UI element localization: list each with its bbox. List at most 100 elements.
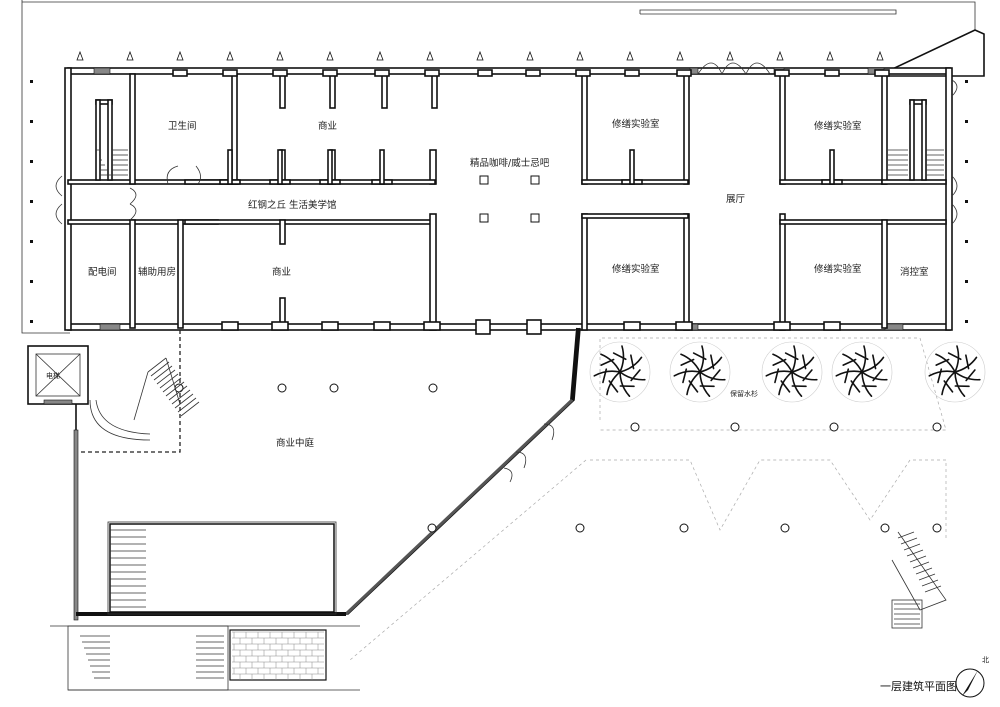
column-circle	[780, 523, 790, 533]
pilaster	[623, 321, 641, 331]
room-courtyard: 商业中庭	[276, 437, 315, 449]
stair-tread	[177, 397, 197, 413]
tree-twig	[844, 368, 850, 384]
stairs-internal	[96, 149, 944, 176]
edge-marker	[30, 240, 33, 243]
tree-twig	[710, 354, 715, 370]
edge-marker	[965, 280, 968, 283]
tree-twig	[692, 352, 707, 361]
tree-branch	[699, 356, 723, 373]
vent-marker	[326, 50, 334, 61]
tree-branch	[861, 371, 888, 381]
pilaster	[525, 69, 541, 77]
tree-branch	[791, 371, 803, 398]
north-mark: 北	[982, 656, 989, 664]
pilaster	[227, 149, 233, 185]
tree-twig	[802, 354, 807, 370]
tree-branch	[848, 371, 863, 396]
north-arrow	[955, 668, 985, 698]
tree-branch	[861, 371, 873, 398]
pilaster	[277, 149, 283, 185]
tree-twig	[682, 368, 688, 384]
tree-branch	[673, 370, 701, 377]
stair-tread	[897, 531, 915, 539]
edge-marker	[30, 320, 33, 323]
pilaster	[823, 321, 841, 331]
tree-twig	[965, 354, 970, 370]
room-aux: 辅助用房	[138, 266, 176, 278]
tree-canopy	[669, 341, 731, 403]
room-power: 配电间	[88, 266, 117, 278]
edge-marker	[30, 80, 33, 83]
vent-marker	[126, 50, 134, 61]
tree-branch	[619, 371, 631, 398]
column-circle	[880, 523, 890, 533]
edge-marker	[30, 160, 33, 163]
stair-tread	[165, 381, 185, 397]
tree-twig	[710, 369, 721, 382]
stair-courtyard	[133, 357, 200, 421]
room-elevator: 电梯	[46, 371, 60, 380]
stair-tread	[924, 585, 942, 593]
stair-tread	[912, 561, 930, 569]
stair-rail	[165, 357, 181, 405]
vent-marker	[876, 50, 884, 61]
tree-branch	[619, 371, 646, 381]
room-fire-control: 消控室	[900, 266, 929, 278]
pilaster	[373, 321, 391, 331]
tree-branch	[699, 371, 711, 398]
tree-branch	[935, 353, 956, 373]
facade-markers	[30, 50, 968, 323]
tree-branch	[765, 370, 793, 377]
tree-twig	[935, 358, 950, 366]
edge-marker	[965, 160, 968, 163]
stair-tread	[918, 573, 936, 581]
room-restore-3: 修缮实验室	[612, 263, 660, 275]
pilaster	[676, 69, 692, 77]
pilaster	[321, 321, 339, 331]
stair-tread	[180, 401, 200, 417]
cafe-columns	[475, 175, 542, 335]
tree-branch	[861, 356, 885, 373]
vent-marker	[376, 50, 384, 61]
tree-branch	[680, 353, 701, 373]
tree-twig	[688, 380, 699, 393]
tree-branch	[954, 371, 966, 398]
vent-marker	[276, 50, 284, 61]
tree-branch	[619, 356, 643, 373]
stair-tread	[174, 393, 194, 409]
tree-branch	[835, 370, 863, 377]
tree-twig	[784, 352, 799, 361]
stair-tread	[168, 385, 188, 401]
tree-branch	[600, 353, 621, 373]
room-restore-4: 修缮实验室	[814, 263, 862, 275]
tree-twig	[612, 352, 627, 361]
column-circle	[730, 422, 740, 432]
tree-twig	[600, 358, 615, 366]
tree-branch	[861, 345, 867, 373]
pilaster	[624, 69, 640, 77]
tree-twig	[850, 380, 861, 393]
vent-marker	[426, 50, 434, 61]
column-circle	[932, 523, 942, 533]
column-circle	[329, 383, 339, 393]
tree-branch	[606, 371, 621, 396]
vent-marker	[626, 50, 634, 61]
pilaster	[374, 69, 390, 77]
column-circle	[575, 523, 585, 533]
tree-twig	[630, 369, 641, 382]
tree-branch	[619, 345, 625, 373]
tree-twig	[872, 369, 883, 382]
vent-marker	[826, 50, 834, 61]
pilaster	[172, 69, 188, 77]
tree-twig	[842, 358, 857, 366]
pilasters	[172, 69, 890, 331]
tree-twig	[943, 380, 954, 393]
pilaster	[424, 69, 440, 77]
room-exhibition: 展厅	[726, 194, 746, 205]
pilaster	[322, 69, 338, 77]
pilaster	[575, 69, 591, 77]
edge-marker	[30, 200, 33, 203]
elevator	[27, 345, 89, 405]
stair-right	[891, 531, 947, 629]
